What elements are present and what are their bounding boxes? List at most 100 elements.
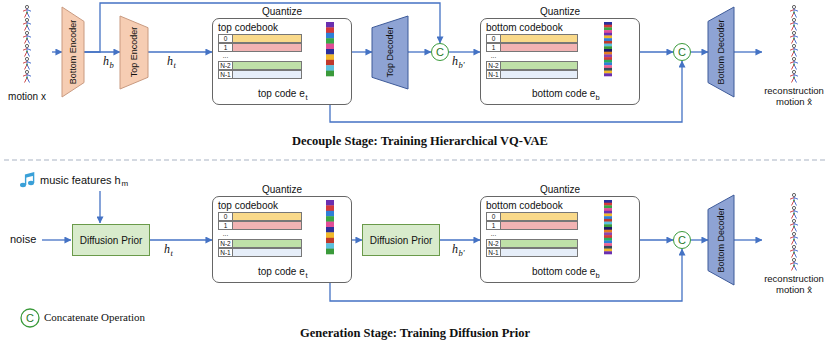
codebook-row: N-2	[218, 239, 302, 248]
codebook-index: N-2	[218, 61, 233, 70]
code-segment	[604, 44, 612, 47]
code-segment	[326, 60, 334, 66]
stage-title: Generation Stage: Training Diffusion Pri…	[300, 326, 530, 341]
code-segment	[604, 54, 612, 57]
reconstruction-figures	[790, 5, 798, 82]
trapezoid-fill	[708, 7, 734, 97]
diffusion-prior-box: Diffusion Prior	[362, 224, 440, 256]
block-label: Top Decoder	[385, 26, 395, 77]
stick-figure	[790, 44, 798, 56]
code-segment	[326, 71, 334, 77]
codebook-row: 0	[486, 34, 578, 43]
code-segment	[604, 208, 612, 211]
subscript: t	[306, 271, 308, 280]
codebook-vector	[501, 34, 578, 43]
stick-figure	[23, 31, 31, 43]
flow-arrow	[52, 51, 62, 52]
music-note-icon	[20, 173, 34, 187]
stage-title: Decouple Stage: Training Hierarchical VQ…	[292, 134, 548, 149]
codebook-index: N-2	[218, 239, 233, 248]
codebook-index: N-2	[486, 239, 501, 248]
encoder-block: Bottom Encoder	[62, 7, 84, 97]
code-bar	[326, 200, 334, 254]
code-segment	[604, 232, 612, 235]
codebook-heading: bottom codebook	[486, 22, 578, 34]
motion-output: reconstruction motion x̂	[762, 190, 826, 296]
subscript: b	[596, 93, 600, 102]
codebook-heading: top codebook	[218, 200, 302, 212]
code-segment	[604, 73, 612, 76]
flow-arrow	[150, 239, 212, 240]
subscript: t	[306, 93, 308, 102]
block-label: Diffusion Prior	[80, 235, 143, 246]
code-label: top code e	[258, 266, 305, 278]
motion-figures	[23, 5, 31, 82]
legend-symbol: C	[26, 312, 34, 325]
codebook-index: ...	[218, 230, 233, 239]
group-heading: Quantize	[212, 183, 352, 196]
codebook-vector	[233, 221, 302, 230]
flow-arrow	[330, 249, 682, 301]
stick-figure	[23, 44, 31, 56]
codebook-index: 1	[486, 43, 501, 52]
codebook-row: N-1	[218, 248, 302, 257]
flow-arrow	[640, 239, 673, 240]
codebook-row: N-2	[486, 61, 578, 70]
code-segment	[326, 232, 334, 238]
code-segment	[604, 222, 612, 225]
subscript: b'	[459, 60, 465, 70]
input-label: noise	[10, 233, 36, 246]
codebook-row: 0	[218, 34, 302, 43]
subscript: b	[110, 60, 114, 70]
codebook-index: N-1	[486, 248, 501, 257]
flow-arrow	[440, 239, 480, 240]
codebook-row: 1	[218, 43, 302, 52]
code-segment	[604, 33, 612, 36]
stick-figure	[790, 70, 798, 82]
codebook-row: ...	[218, 230, 302, 239]
feature-symbol: h	[164, 242, 170, 256]
code-segment	[604, 246, 612, 249]
music-input-arrow	[99, 191, 100, 223]
stick-figure	[790, 18, 798, 30]
codebook-index: 0	[218, 212, 233, 221]
code-segment	[604, 68, 612, 71]
code-segment	[604, 235, 612, 238]
codebook: top codebook01...N-2N-1	[218, 200, 302, 257]
code-segment	[604, 227, 612, 230]
legend-sample	[21, 309, 39, 327]
stick-figure	[790, 232, 798, 244]
code-label: top code e	[258, 88, 305, 100]
code-segment	[604, 46, 612, 49]
flow-arrow	[352, 51, 372, 52]
codebook-vector	[233, 248, 302, 257]
code-segment	[604, 36, 612, 39]
code-segment	[326, 49, 334, 55]
code-bar	[604, 200, 612, 254]
block-label: Diffusion Prior	[370, 235, 433, 246]
legend-text: Concatenate Operation	[44, 311, 145, 323]
trapezoid-fill	[372, 16, 408, 89]
codebook-heading: bottom codebook	[486, 200, 578, 212]
decoder-block: Bottom Decoder	[708, 7, 734, 97]
code-segment	[604, 27, 612, 30]
code-segment	[604, 25, 612, 28]
codebook-vector	[501, 221, 578, 230]
codebook-row: 0	[218, 212, 302, 221]
code-segment	[604, 214, 612, 217]
codebook: bottom codebook01...N-2N-1	[486, 22, 578, 79]
input-label: music features h	[40, 174, 121, 187]
codebook-heading: top codebook	[218, 22, 302, 34]
code-segment	[604, 205, 612, 208]
group-heading: Quantize	[480, 183, 640, 196]
code-segment	[604, 49, 612, 52]
flow-arrow	[734, 239, 762, 240]
trapezoid-fill	[62, 7, 84, 97]
flow-arrow	[352, 239, 362, 240]
concat-symbol: C	[436, 47, 444, 58]
feature-symbol: h	[452, 54, 458, 68]
codebook-row: N-2	[486, 239, 578, 248]
stick-figure	[790, 193, 798, 205]
